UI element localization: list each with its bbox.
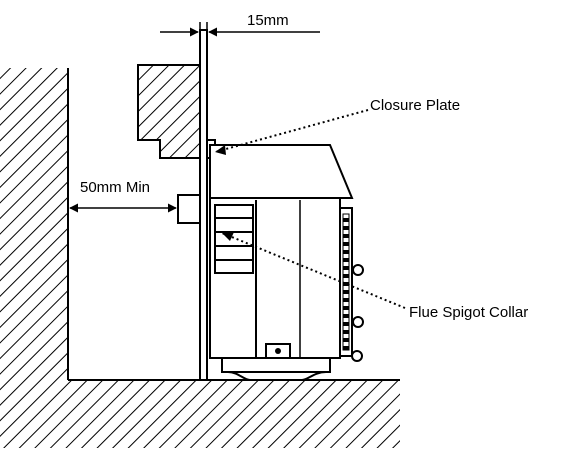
- min-distance-label: 50mm Min: [80, 179, 150, 196]
- flue-spigot: [214, 204, 254, 274]
- closure-plate-sheet: [199, 29, 208, 381]
- clearance-label: 15mm: [247, 12, 289, 29]
- stove-door: [339, 207, 364, 357]
- dimension-15mm: 15mm: [160, 12, 320, 42]
- rear-wall: [0, 68, 69, 380]
- flue-spigot-callout: Flue Spigot Collar: [221, 232, 528, 321]
- stove-top: [209, 144, 354, 199]
- dimension-50mm: 50mm Min: [69, 179, 177, 213]
- door-handle-icon: [352, 264, 364, 276]
- door-hinge-icon: [352, 316, 364, 328]
- closure-plate-label: Closure Plate: [370, 97, 460, 114]
- flue-spigot-collar-label: Flue Spigot Collar: [409, 304, 528, 321]
- stove-base: [221, 343, 363, 381]
- leg-knob-icon: [351, 350, 363, 362]
- floor-hearth: [0, 379, 400, 448]
- closure-plate-callout: Closure Plate: [214, 97, 460, 155]
- lintel-block: [137, 64, 205, 159]
- stove-body: [209, 197, 341, 359]
